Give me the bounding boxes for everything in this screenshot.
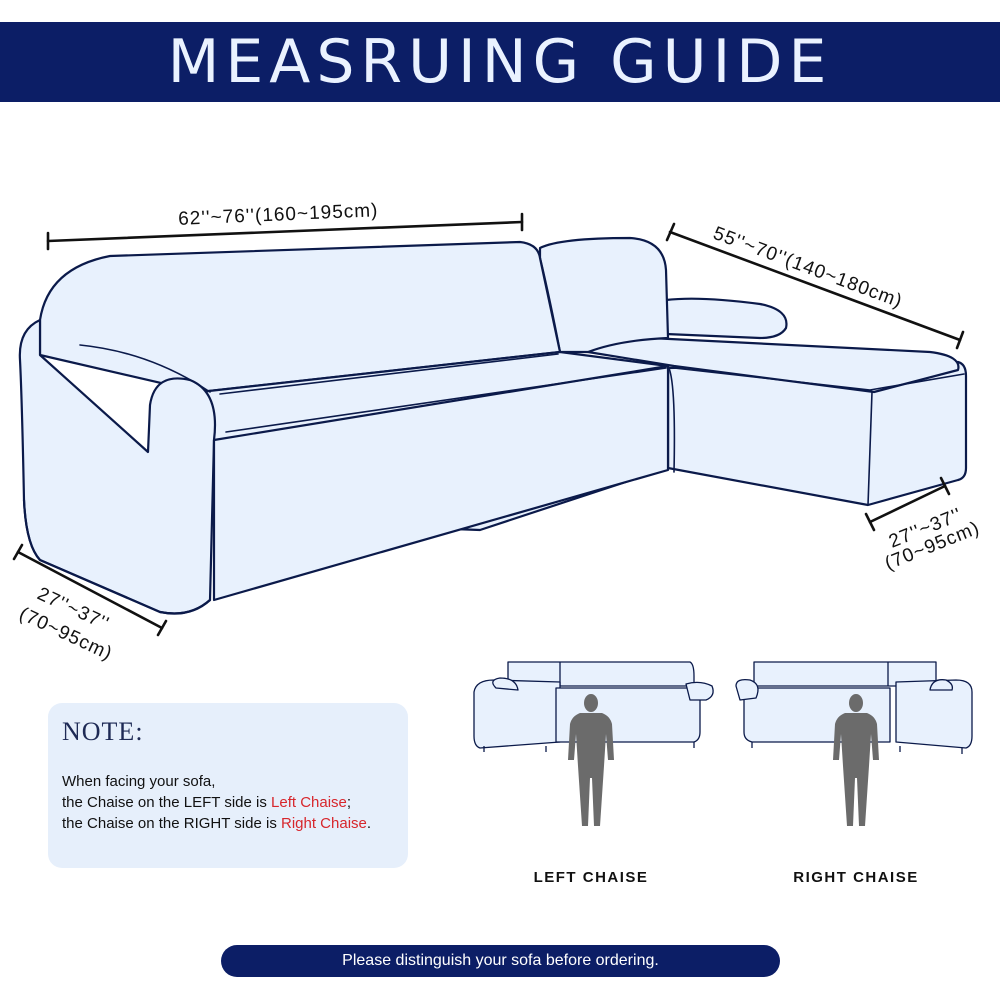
left-chaise-label: LEFT CHAISE [533, 869, 649, 886]
right-chaise-highlight: Right Chaise [281, 815, 367, 832]
note-line-3-text: the Chaise on the RIGHT side is [62, 815, 281, 832]
note-line-2-text: the Chaise on the LEFT side is [62, 794, 272, 811]
note-line-1: When facing your sofa, [62, 773, 216, 790]
left-chaise-highlight: Left Chaise [271, 794, 347, 811]
chaise-body [666, 360, 968, 507]
note-line-2: the Chaise on the LEFT side is Left Chai… [62, 794, 351, 811]
note-box: NOTE: When facing your sofa, the Chaise … [48, 703, 408, 868]
sofa-arm-scroll [22, 498, 212, 615]
note-title: NOTE: [62, 717, 144, 746]
chaise-arm [664, 297, 788, 340]
note-line-3-end: . [366, 815, 372, 832]
sofa-back [38, 240, 562, 394]
header-banner: MEASRUING GUIDE [0, 22, 1000, 102]
sofa-length-label: 62''~76''(160~195cm) [178, 200, 379, 230]
page-title: MEASRUING GUIDE [167, 27, 833, 97]
note-line-2-end: ; [346, 794, 352, 811]
right-chaise-label: RIGHT CHAISE [793, 869, 919, 886]
footer-text: Please distinguish your sofa before orde… [342, 952, 659, 969]
sofa-front [212, 364, 670, 602]
chaise-back [538, 236, 670, 354]
chaise-length-label: 55''~70''(140~180cm) [710, 223, 905, 313]
person-left [568, 694, 614, 826]
person-right [833, 694, 879, 826]
note-line-3: the Chaise on the RIGHT side is Right Ch… [62, 815, 371, 832]
footer-banner: Please distinguish your sofa before orde… [221, 945, 780, 977]
